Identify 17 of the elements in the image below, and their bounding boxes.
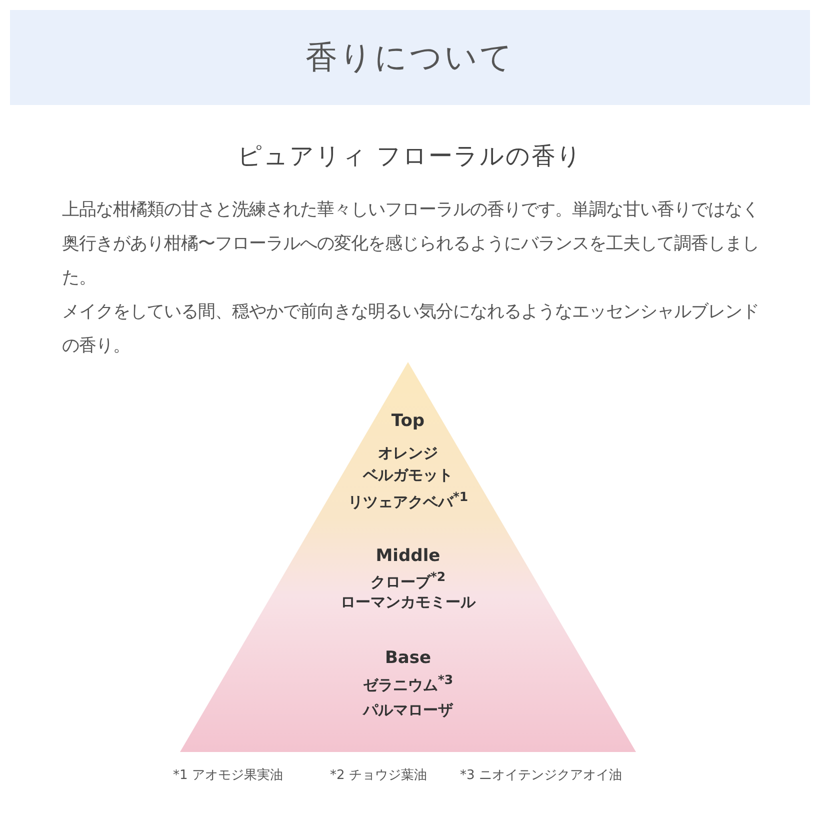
- tier-heading: Base: [384, 648, 432, 668]
- subtitle-text: ピュアリィ フローラルの香り: [236, 141, 584, 172]
- tier-heading: Top: [390, 411, 426, 431]
- footnote-text: *2 チョウジ葉油: [330, 767, 427, 784]
- ingredient-text: オレンジ: [377, 444, 439, 463]
- ingredient-text: ローマンカモミール: [340, 593, 477, 612]
- ingredient-text: ベルガモット: [362, 466, 454, 485]
- footnote-text: *3 ニオイテンジクアオイ油: [460, 767, 622, 784]
- title-band: 香りについて: [10, 10, 810, 105]
- description-paragraph: メイクをしている間、穏やかで前向きな明るい気分になれるようなエッセンシャルブレンドの香り。: [62, 301, 760, 358]
- ingredient-text: クローブ$^{*2}$: [369, 569, 447, 592]
- ingredient-text: リツェアクベバ$^{*1}$: [346, 489, 470, 512]
- footnote-text: *1 アオモジ果実油: [173, 767, 283, 784]
- tier-heading: Middle: [374, 546, 442, 566]
- ingredient-text: パルマローザ: [362, 701, 454, 720]
- ingredient-text: ゼラニウム$^{*3}$: [362, 672, 454, 695]
- description-paragraph: 上品な柑橘類の甘さと洗練された華々しいフローラルの香りです。単調な甘い香りではなく奥行きがあり柑橘〜フローラルへの変化を感じられるようにバランスを工夫して調香しました。: [62, 199, 760, 290]
